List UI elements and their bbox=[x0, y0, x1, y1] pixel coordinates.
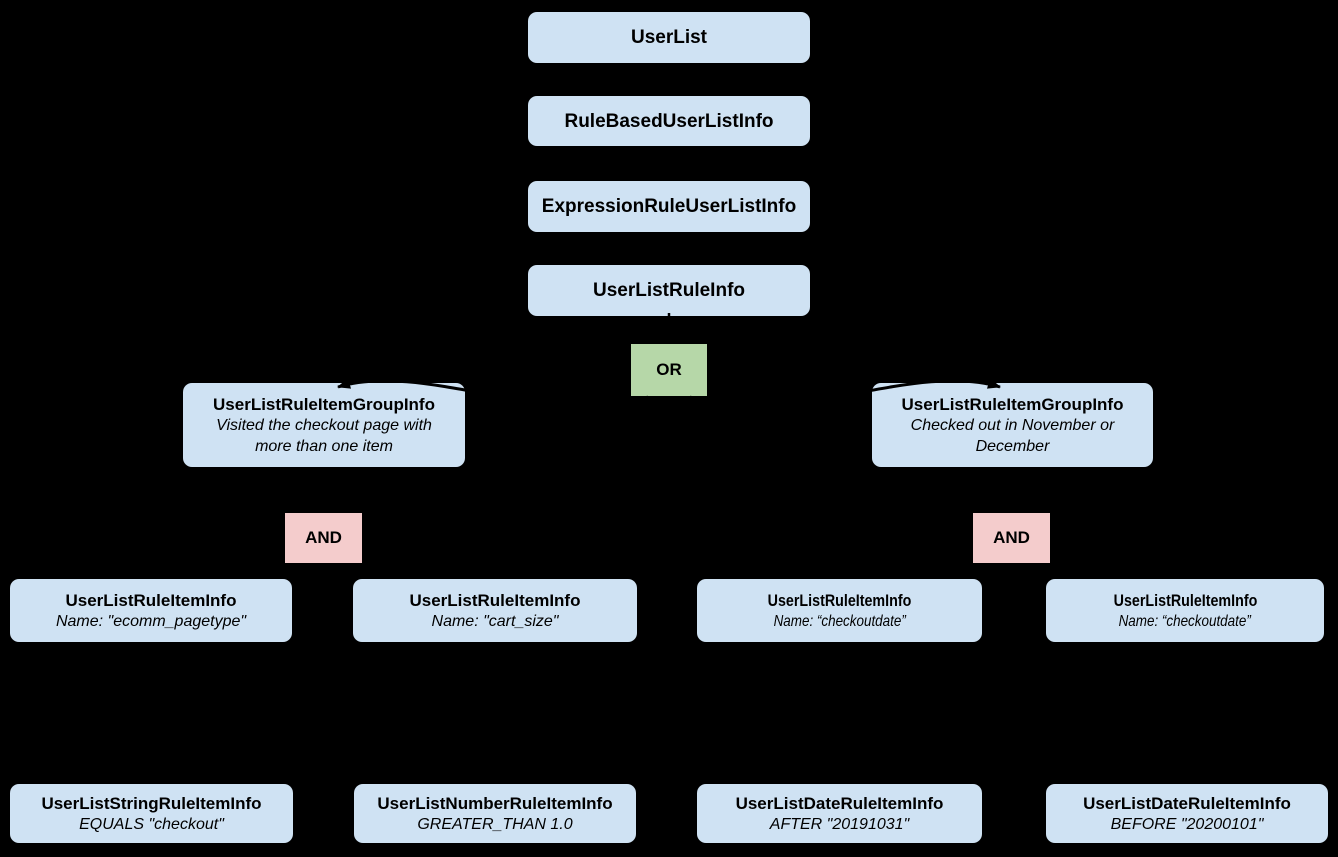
node-description: Name: “checkoutdate” bbox=[773, 612, 906, 630]
node-label: UserList bbox=[630, 27, 708, 48]
node-label: UserListNumberRuleItemInfo bbox=[377, 793, 613, 813]
node-description: Name: "ecomm_pagetype" bbox=[55, 612, 247, 630]
operator-or: OR bbox=[631, 344, 707, 396]
node-rule-item-checkoutdate-2: UserListRuleItemInfo Name: “checkoutdate… bbox=[1046, 579, 1324, 642]
node-rule-based-user-list-info: RuleBasedUserListInfo bbox=[528, 96, 810, 146]
node-label: UserListRuleItemInfo bbox=[767, 590, 912, 610]
edge-and-item2 bbox=[339, 563, 489, 578]
node-label: UserListRuleItemInfo bbox=[65, 590, 237, 610]
node-label: UserListRuleItemInfo bbox=[1113, 590, 1257, 610]
operator-label: AND bbox=[305, 528, 342, 547]
node-string-rule-item-info: UserListStringRuleItemInfo EQUALS "check… bbox=[10, 784, 293, 843]
node-description: GREATER_THAN 1.0 bbox=[417, 815, 573, 833]
node-number-rule-item-info: UserListNumberRuleItemInfo GREATER_THAN … bbox=[354, 784, 636, 843]
node-description: Name: "cart_size" bbox=[431, 612, 559, 630]
operator-label: OR bbox=[656, 360, 682, 379]
node-label: UserListDateRuleItemInfo bbox=[1083, 793, 1291, 813]
node-label: UserListRuleItemGroupInfo bbox=[901, 394, 1124, 414]
node-date-rule-item-info-after: UserListDateRuleItemInfo AFTER "20191031… bbox=[697, 784, 982, 843]
operator-label: AND bbox=[993, 528, 1030, 547]
node-rule-item-checkoutdate-1: UserListRuleItemInfo Name: “checkoutdate… bbox=[697, 579, 982, 642]
node-userlist: UserList bbox=[528, 12, 810, 63]
node-rule-item-cart-size: UserListRuleItemInfo Name: "cart_size" bbox=[353, 579, 637, 642]
node-label: UserListStringRuleItemInfo bbox=[41, 793, 262, 813]
node-label: RuleBasedUserListInfo bbox=[564, 110, 774, 132]
node-rule-item-ecomm-pagetype: UserListRuleItemInfo Name: "ecomm_pagety… bbox=[10, 579, 292, 642]
node-rule-item-group-right: UserListRuleItemGroupInfo Checked out in… bbox=[872, 383, 1153, 467]
node-expression-rule-user-list-info: ExpressionRuleUserListInfo bbox=[528, 181, 810, 232]
edge-and-item3 bbox=[845, 563, 999, 579]
node-description: Checked out in November or December bbox=[910, 416, 1115, 455]
node-label: UserListRuleInfo bbox=[592, 280, 746, 301]
node-user-list-rule-info: UserListRuleInfo bbox=[528, 265, 810, 316]
edge-and-item4 bbox=[1027, 563, 1179, 578]
node-label: UserListRuleItemInfo bbox=[409, 590, 581, 610]
node-label: ExpressionRuleUserListInfo bbox=[541, 196, 797, 217]
node-description: Visited the checkout page with more than… bbox=[216, 416, 432, 455]
node-rule-item-group-left: UserListRuleItemGroupInfo Visited the ch… bbox=[183, 383, 465, 467]
node-label: UserListRuleItemGroupInfo bbox=[213, 394, 435, 414]
node-date-rule-item-info-before: UserListDateRuleItemInfo BEFORE "2020010… bbox=[1046, 784, 1328, 843]
node-description: Name: “checkoutdate” bbox=[1118, 612, 1252, 630]
operator-and-right: AND bbox=[973, 513, 1050, 563]
edge-and-item1 bbox=[157, 563, 311, 579]
node-description: BEFORE "20200101" bbox=[1110, 815, 1264, 833]
node-description: EQUALS "checkout" bbox=[79, 815, 224, 833]
node-description: AFTER "20191031" bbox=[769, 815, 910, 833]
node-label: UserListDateRuleItemInfo bbox=[735, 793, 944, 813]
operator-and-left: AND bbox=[285, 513, 362, 563]
